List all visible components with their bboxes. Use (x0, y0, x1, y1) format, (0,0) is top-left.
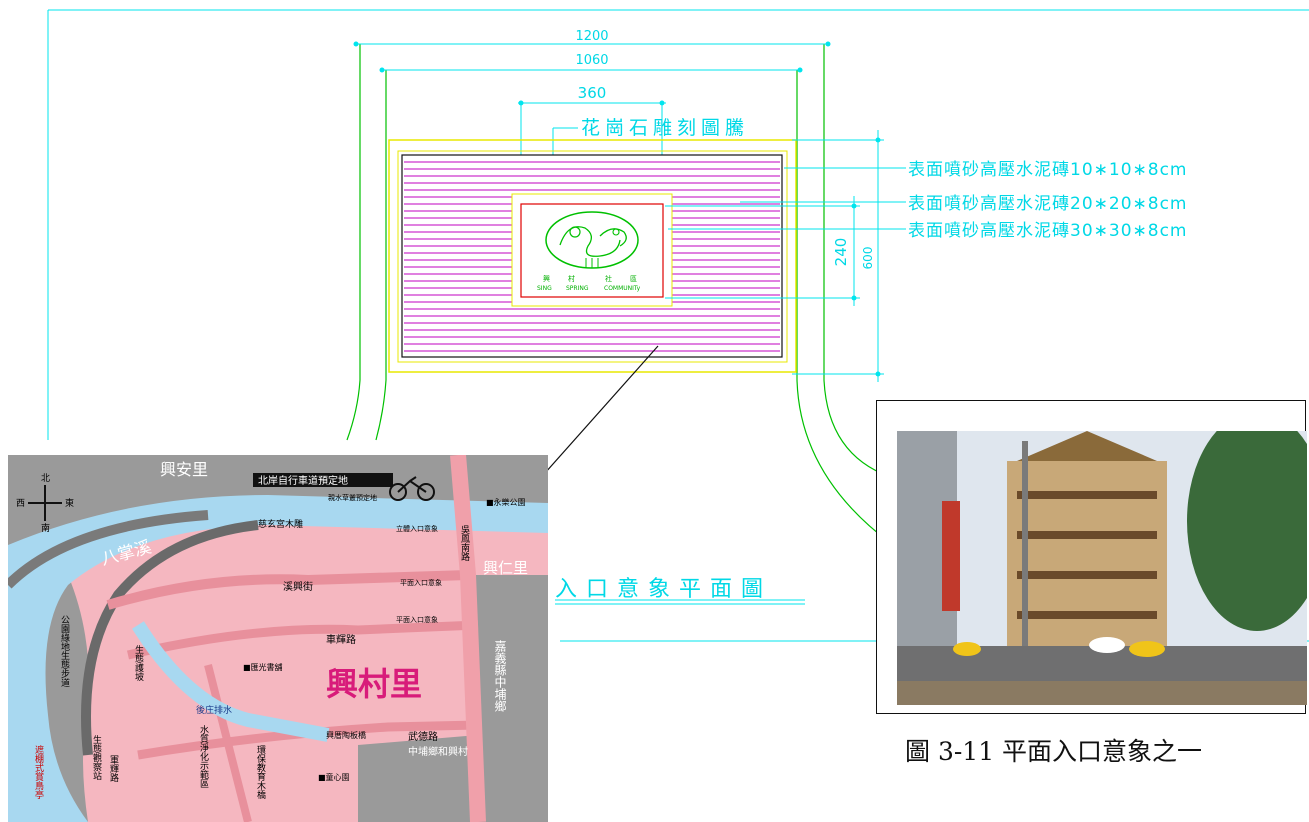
paving-inner-border (397, 150, 788, 363)
svg-text:公園綠地生態步道: 公園綠地生態步道 (59, 615, 70, 688)
map-label-xingcun: 興村里 (326, 665, 422, 703)
location-map: 北 南 西 東 興安里 北岸自行車道預定地 八掌溪 興仁里 興村里 慈玄宮木雕 … (8, 455, 548, 822)
svg-text:興厝陶板橋: 興厝陶板橋 (326, 730, 366, 740)
svg-text:興: 興 (543, 274, 550, 283)
svg-text:後庄排水: 後庄排水 (196, 704, 232, 716)
emblem-frame (520, 203, 664, 298)
photo-frame (876, 400, 1307, 714)
svg-text:軍輝路: 軍輝路 (108, 755, 119, 783)
svg-text:中埔鄉和興村: 中埔鄉和興村 (408, 745, 468, 758)
svg-text:遮棚式賞鳥亭: 遮棚式賞鳥亭 (33, 744, 44, 799)
svg-text:區: 區 (630, 275, 637, 283)
svg-text:親水草叢預定地: 親水草叢預定地 (328, 493, 377, 502)
svg-text:平面入口意象: 平面入口意象 (396, 615, 438, 624)
road-edge-left-outer (346, 44, 361, 441)
svg-text:■童心園: ■童心園 (318, 772, 350, 782)
svg-text:生態觀察站: 生態觀察站 (91, 734, 102, 781)
svg-text:SPRING: SPRING (566, 285, 589, 292)
dim-text-600: 600 (861, 247, 875, 270)
svg-text:慈玄宮木雕: 慈玄宮木雕 (258, 518, 303, 530)
svg-text:■匯光書舖: ■匯光書舖 (243, 662, 283, 672)
figure-caption: 圖 3-11 平面入口意象之一 (905, 737, 1203, 766)
compass: 北 南 西 東 (16, 473, 74, 534)
community-emblem: 興 村 社 區 SING SPRING COMMUNITy (537, 211, 641, 292)
svg-text:車輝路: 車輝路 (326, 633, 356, 646)
svg-text:南: 南 (41, 522, 50, 534)
svg-text:生態護坡: 生態護坡 (133, 644, 144, 682)
dim-text-1060: 1060 (575, 53, 608, 68)
svg-text:東: 東 (65, 497, 74, 509)
svg-text:溪興街: 溪興街 (283, 580, 313, 593)
label-tile-30: 表面噴砂高壓水泥磚30∗30∗8cm (908, 221, 1187, 241)
map-label-xingren: 興仁里 (483, 559, 528, 577)
label-granite-carving: 花崗石雕刻圖騰 (581, 117, 749, 139)
map-label-xingan: 興安里 (160, 460, 208, 479)
svg-text:平面入口意象: 平面入口意象 (400, 578, 442, 587)
paving-outer-border (388, 139, 797, 373)
dim-text-1200: 1200 (575, 29, 608, 44)
svg-text:西: 西 (16, 498, 25, 509)
svg-text:立體入口意象: 立體入口意象 (396, 524, 438, 533)
map-label-bike-path: 北岸自行車道預定地 (258, 474, 348, 487)
dim-text-240: 240 (832, 238, 850, 267)
svg-text:北: 北 (41, 473, 50, 484)
label-tile-10: 表面噴砂高壓水泥磚10∗10∗8cm (908, 160, 1187, 180)
svg-text:COMMUNITy: COMMUNITy (604, 285, 641, 292)
road-edge-left-inner (375, 70, 387, 441)
svg-text:水質淨化示範區: 水質淨化示範區 (198, 724, 209, 788)
svg-text:嘉義縣中埔鄉: 嘉義縣中埔鄉 (493, 640, 507, 712)
svg-text:武德路: 武德路 (408, 730, 438, 743)
entrance-photo (897, 431, 1307, 705)
dim-text-360: 360 (578, 84, 607, 102)
svg-text:吳鳳南路: 吳鳳南路 (459, 525, 470, 562)
svg-text:SING: SING (537, 285, 552, 292)
svg-text:環保教育木橋: 環保教育木橋 (255, 745, 266, 800)
bicycle-icon (389, 476, 435, 501)
svg-text:■永樂公園: ■永樂公園 (486, 497, 526, 507)
svg-text:村: 村 (568, 274, 575, 283)
label-tile-20: 表面噴砂高壓水泥磚20∗20∗8cm (908, 194, 1187, 214)
svg-text:社: 社 (605, 274, 612, 283)
plan-title: 入口意象平面圖 (555, 577, 772, 602)
road-edge-right-inner (796, 70, 901, 551)
